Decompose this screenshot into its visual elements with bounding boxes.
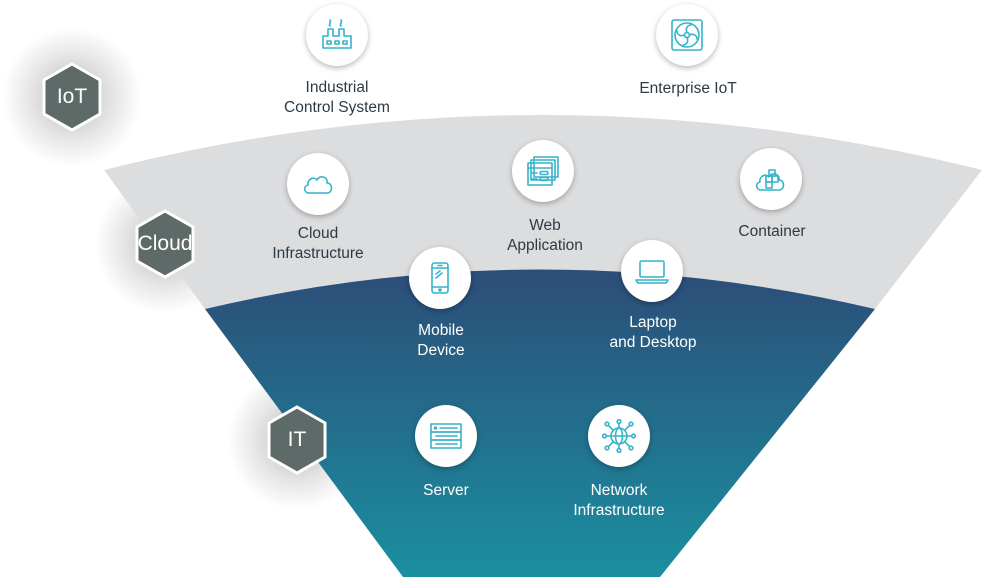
tier-label-cloud: Cloud [137, 232, 193, 255]
node-label-ics: Industrial Control System [284, 79, 390, 116]
laptop-icon [621, 240, 683, 302]
tier-hex-iot: IoT [41, 62, 103, 132]
node-label-network: Network Infrastructure [573, 482, 665, 519]
fan-icon [656, 4, 718, 66]
network-globe-icon [588, 405, 650, 467]
server-icon [415, 405, 477, 467]
node-label-server: Server [423, 482, 469, 499]
node-label-web-app: Web Application [507, 217, 583, 254]
cloud-boxes-icon [740, 148, 802, 210]
smartphone-icon [409, 247, 471, 309]
cloud-icon [287, 153, 349, 215]
factory-icon [306, 4, 368, 66]
tier-label-it: IT [287, 428, 307, 451]
node-label-enterprise-iot: Enterprise IoT [639, 80, 737, 97]
node-label-mobile: Mobile Device [417, 322, 465, 359]
node-label-cloud-infra: Cloud Infrastructure [272, 225, 364, 262]
tier-label-iot: IoT [56, 85, 88, 108]
it-funnel [205, 269, 875, 577]
tier-hex-it: IT [266, 405, 328, 475]
browser-windows-icon [512, 140, 574, 202]
node-label-container: Container [738, 223, 806, 240]
node-label-laptop: Laptop and Desktop [609, 314, 697, 351]
tier-hex-cloud: Cloud [134, 209, 196, 279]
